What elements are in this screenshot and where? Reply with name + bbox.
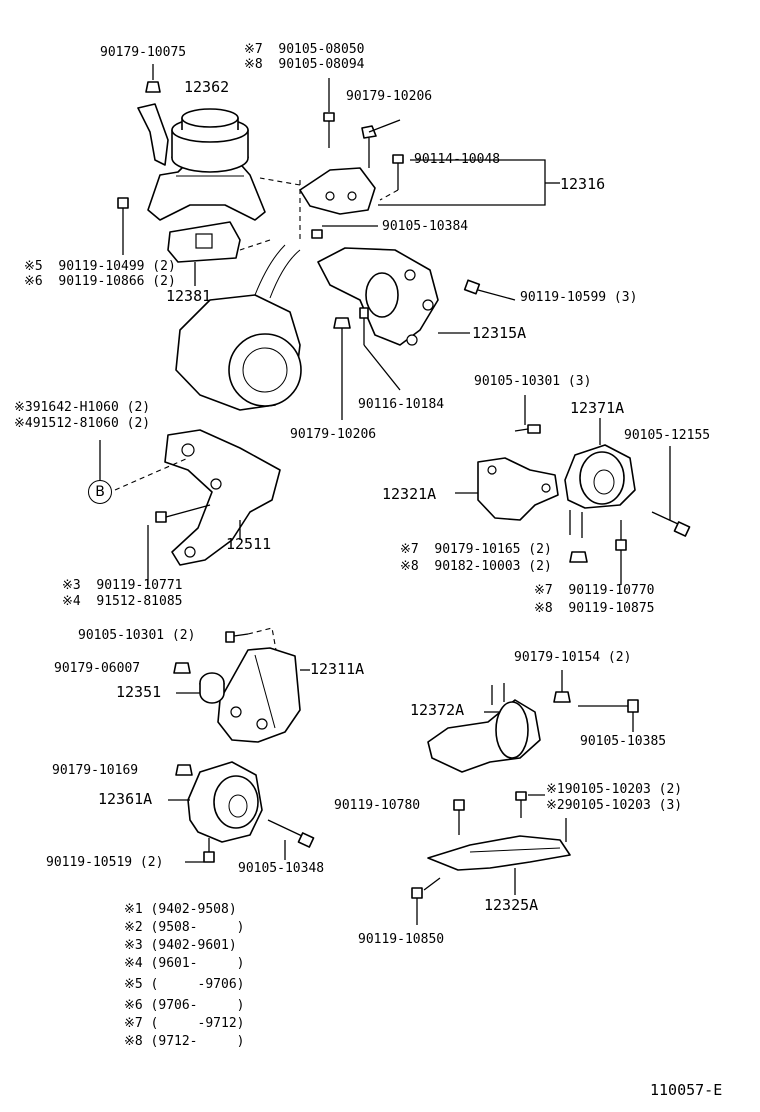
bolt-icon — [155, 504, 211, 523]
bracket-12325A — [427, 835, 571, 871]
part-label: 12321A — [382, 485, 437, 503]
part-label: 12362 — [184, 78, 230, 96]
part-label: 12511 — [226, 535, 272, 553]
mount-insulator-12372A — [427, 683, 541, 773]
bolt-icon — [392, 154, 404, 190]
part-label: ※290105-10203 (3) — [546, 798, 683, 813]
mount-insulator-12371A — [564, 444, 636, 538]
part-label: ※8 90182-10003 (2) — [400, 559, 552, 574]
mount-insulator-12361A — [187, 761, 263, 843]
part-label: 90179-10206 — [290, 427, 377, 442]
part-label: 12311A — [310, 660, 365, 678]
bolt-icon — [225, 631, 249, 643]
part-label: 12325A — [484, 896, 539, 914]
part-label: ※6 90119-10866 (2) — [24, 274, 176, 289]
nut-icon — [173, 662, 191, 674]
bracket-12511 — [164, 429, 281, 566]
legend: ※1 (9402-9508) ※2 (9508- ) ※3 (9402-9601… — [124, 902, 244, 1049]
part-label: 90105-12155 — [624, 428, 711, 443]
part-label: ※7 90119-10770 — [534, 583, 655, 598]
part-label: ※190105-10203 (2) — [546, 782, 683, 797]
part-label: ※5 90119-10499 (2) — [24, 259, 176, 274]
nut-icon — [145, 81, 161, 93]
legend-item: ※8 (9712- ) — [124, 1034, 245, 1049]
part-label: 90179-10075 — [100, 45, 187, 60]
part-label: ※491512-81060 (2) — [14, 416, 151, 431]
part-label: 90105-10301 (2) — [78, 628, 196, 643]
callout-b: B — [88, 480, 112, 504]
part-label: 90179-10169 — [52, 763, 139, 778]
bolt-icon — [651, 511, 691, 537]
part-label: ※4 91512-81085 — [62, 594, 183, 609]
part-label: 90119-10850 — [358, 932, 445, 947]
part-label: 90119-10780 — [334, 798, 421, 813]
bolt-icon — [463, 279, 516, 301]
bracket-12311A — [217, 647, 301, 743]
nut-icon — [553, 691, 571, 703]
bolt-icon — [578, 699, 639, 713]
legend-item: ※2 (9508- ) — [124, 920, 245, 935]
nut-icon — [175, 764, 193, 776]
part-label: ※7 90105-08050 — [244, 42, 365, 57]
part-label: ※391642-H1060 (2) — [14, 400, 151, 415]
part-label: 90105-10384 — [382, 219, 469, 234]
part-label: 12372A — [410, 701, 465, 719]
part-label: ※8 90105-08094 — [244, 57, 365, 72]
nut-icon — [569, 551, 588, 563]
bolt-icon — [515, 791, 527, 818]
bolt-icon — [411, 887, 423, 925]
part-label: 12315A — [472, 324, 527, 342]
part-label: 90179-10206 — [346, 89, 433, 104]
part-label: ※3 90119-10771 — [62, 578, 183, 593]
part-label: 90179-10154 (2) — [514, 650, 632, 665]
bushing-12351 — [199, 672, 225, 704]
part-label: 90119-10519 (2) — [46, 855, 164, 870]
part-label: 90105-10348 — [238, 861, 325, 876]
nut-icon — [333, 317, 351, 329]
part-label: 90114-10048 — [414, 152, 501, 167]
legend-item: ※7 ( -9712) — [124, 1016, 245, 1031]
part-label: ※7 90179-10165 (2) — [400, 542, 552, 557]
bolt-icon — [311, 229, 323, 239]
part-label: 12351 — [116, 683, 162, 701]
part-label: 90116-10184 — [358, 397, 445, 412]
part-label: 12371A — [570, 399, 625, 417]
legend-item: ※4 (9601- ) — [124, 956, 245, 971]
bolt-icon — [323, 112, 335, 148]
bolt-icon — [267, 819, 315, 848]
legend-item: ※5 ( -9706) — [124, 977, 245, 992]
bolt-icon — [514, 424, 541, 434]
part-label: 90105-10301 (3) — [474, 374, 592, 389]
legend-item: ※3 (9402-9601) — [124, 938, 237, 953]
transaxle-outline — [175, 244, 302, 411]
bolt-icon — [203, 838, 215, 863]
part-label: 90105-10385 — [580, 734, 667, 749]
bracket-12316 — [299, 167, 376, 215]
bolt-icon — [359, 307, 369, 345]
figure-id: 110057-E — [650, 1081, 723, 1099]
bolt-icon — [453, 799, 465, 835]
part-label: ※8 90119-10875 — [534, 601, 655, 616]
mount-insulator-12362 — [137, 103, 266, 221]
part-label: 12361A — [98, 790, 153, 808]
part-label: 12381 — [166, 287, 212, 305]
bracket-12321A — [477, 457, 559, 521]
part-label: 90179-06007 — [54, 661, 141, 676]
legend-item: ※1 (9402-9508) — [124, 902, 237, 917]
part-label: 90119-10599 (3) — [520, 290, 638, 305]
legend-item: ※6 (9706- ) — [124, 998, 245, 1013]
bolt-icon — [615, 520, 627, 551]
part-label: 12316 — [560, 175, 606, 193]
bolt-icon — [117, 197, 129, 255]
